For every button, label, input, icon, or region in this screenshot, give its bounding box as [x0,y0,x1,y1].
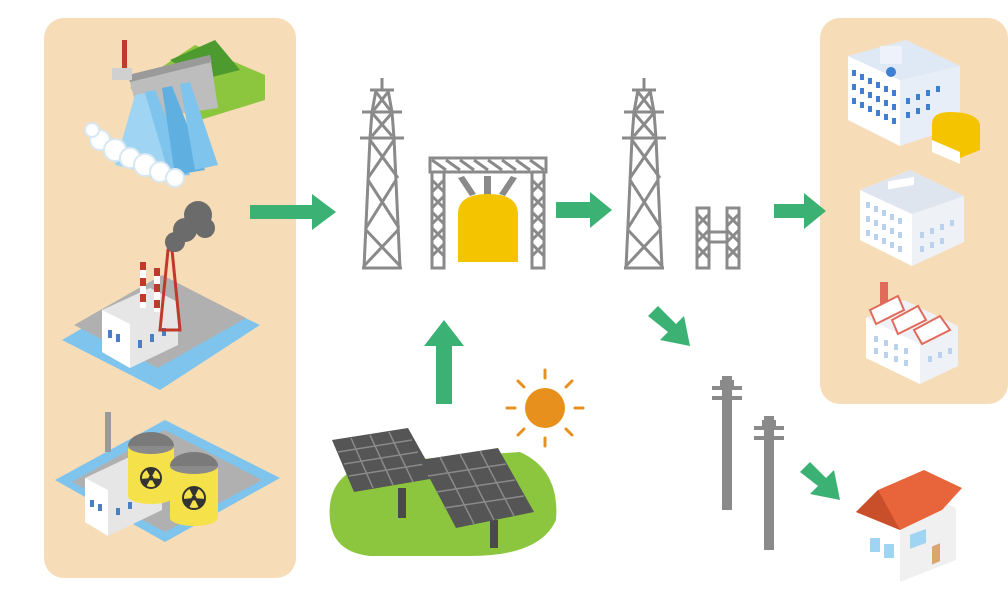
arrow-substation-to-tower [556,192,612,228]
transmission-tower-1 [358,76,406,270]
hospital [848,40,980,164]
hydroelectric-dam [84,40,265,188]
sun [505,368,585,448]
house [856,470,962,582]
solar-farm [329,368,585,556]
arrow-to-house [800,462,840,500]
solar-panel-2 [420,448,534,548]
thermal-power-plant [62,201,260,390]
primary-substation [428,156,548,270]
arrow-to-poles [648,306,690,346]
distribution-substation [695,206,741,270]
arrow-to-consumers [774,193,826,229]
nuclear-power-plant [55,412,280,542]
transmission-tower-2 [620,76,668,270]
factory [866,282,958,384]
flow-arrows [250,192,840,500]
transformer [458,194,518,262]
arrow-generation-to-transmission [250,194,336,230]
arrow-solar-to-transmission [424,320,464,404]
solar-panel-1 [332,428,436,518]
utility-poles [712,376,784,550]
office-building [860,170,964,266]
